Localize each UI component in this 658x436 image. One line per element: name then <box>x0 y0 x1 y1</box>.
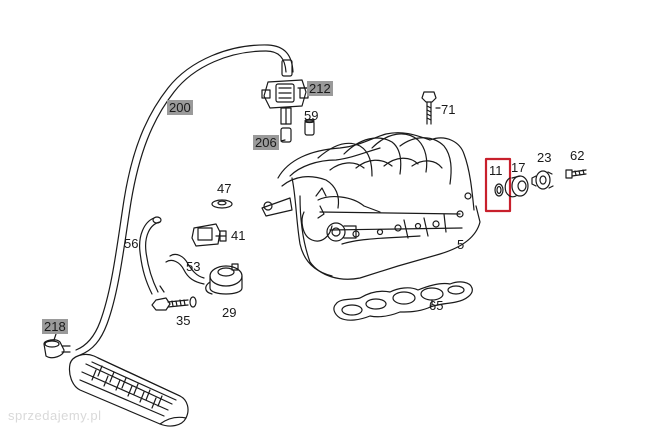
leader-206 <box>280 139 286 142</box>
callout-212: 212 <box>307 81 333 96</box>
leader-35 <box>159 285 165 293</box>
part-206 <box>280 127 292 143</box>
part-17 <box>504 175 529 198</box>
callout-11: 11 <box>489 163 503 178</box>
hose-56 <box>139 216 162 295</box>
bolt-71 <box>421 91 437 125</box>
callout-5: 5 <box>457 237 465 252</box>
callout-56: 56 <box>124 236 139 251</box>
callout-71: 71 <box>441 102 456 117</box>
fitting-218 <box>43 339 71 359</box>
seal-11 <box>494 183 504 197</box>
callout-218: 218 <box>42 319 68 334</box>
callout-41: 41 <box>231 228 246 243</box>
callout-17: 17 <box>511 160 526 175</box>
air-intake-grille <box>68 353 189 427</box>
bolt-35 <box>151 296 197 311</box>
hose-53 <box>165 253 205 285</box>
callout-35: 35 <box>176 313 191 328</box>
part-47 <box>211 199 233 209</box>
canister-29 <box>205 263 243 295</box>
leader-218 <box>53 333 57 341</box>
bolt-62 <box>565 169 587 179</box>
callout-65: 65 <box>429 298 444 313</box>
intake-manifold-5 <box>261 132 481 280</box>
hose-200 <box>75 44 294 356</box>
valve-212 <box>261 59 309 125</box>
callout-29: 29 <box>222 305 237 320</box>
highlight-box-11 <box>484 157 512 213</box>
gasket-65 <box>333 281 473 321</box>
callout-59: 59 <box>304 108 319 123</box>
sensor-41 <box>191 223 227 247</box>
callout-53: 53 <box>186 259 201 274</box>
callout-47: 47 <box>217 181 232 196</box>
callout-23: 23 <box>537 150 552 165</box>
callout-206: 206 <box>253 135 279 150</box>
callout-62: 62 <box>570 148 585 163</box>
part-23 <box>531 170 554 190</box>
watermark: sprzedajemy.pl <box>8 408 102 423</box>
callout-200: 200 <box>167 100 193 115</box>
part-59 <box>304 118 315 136</box>
